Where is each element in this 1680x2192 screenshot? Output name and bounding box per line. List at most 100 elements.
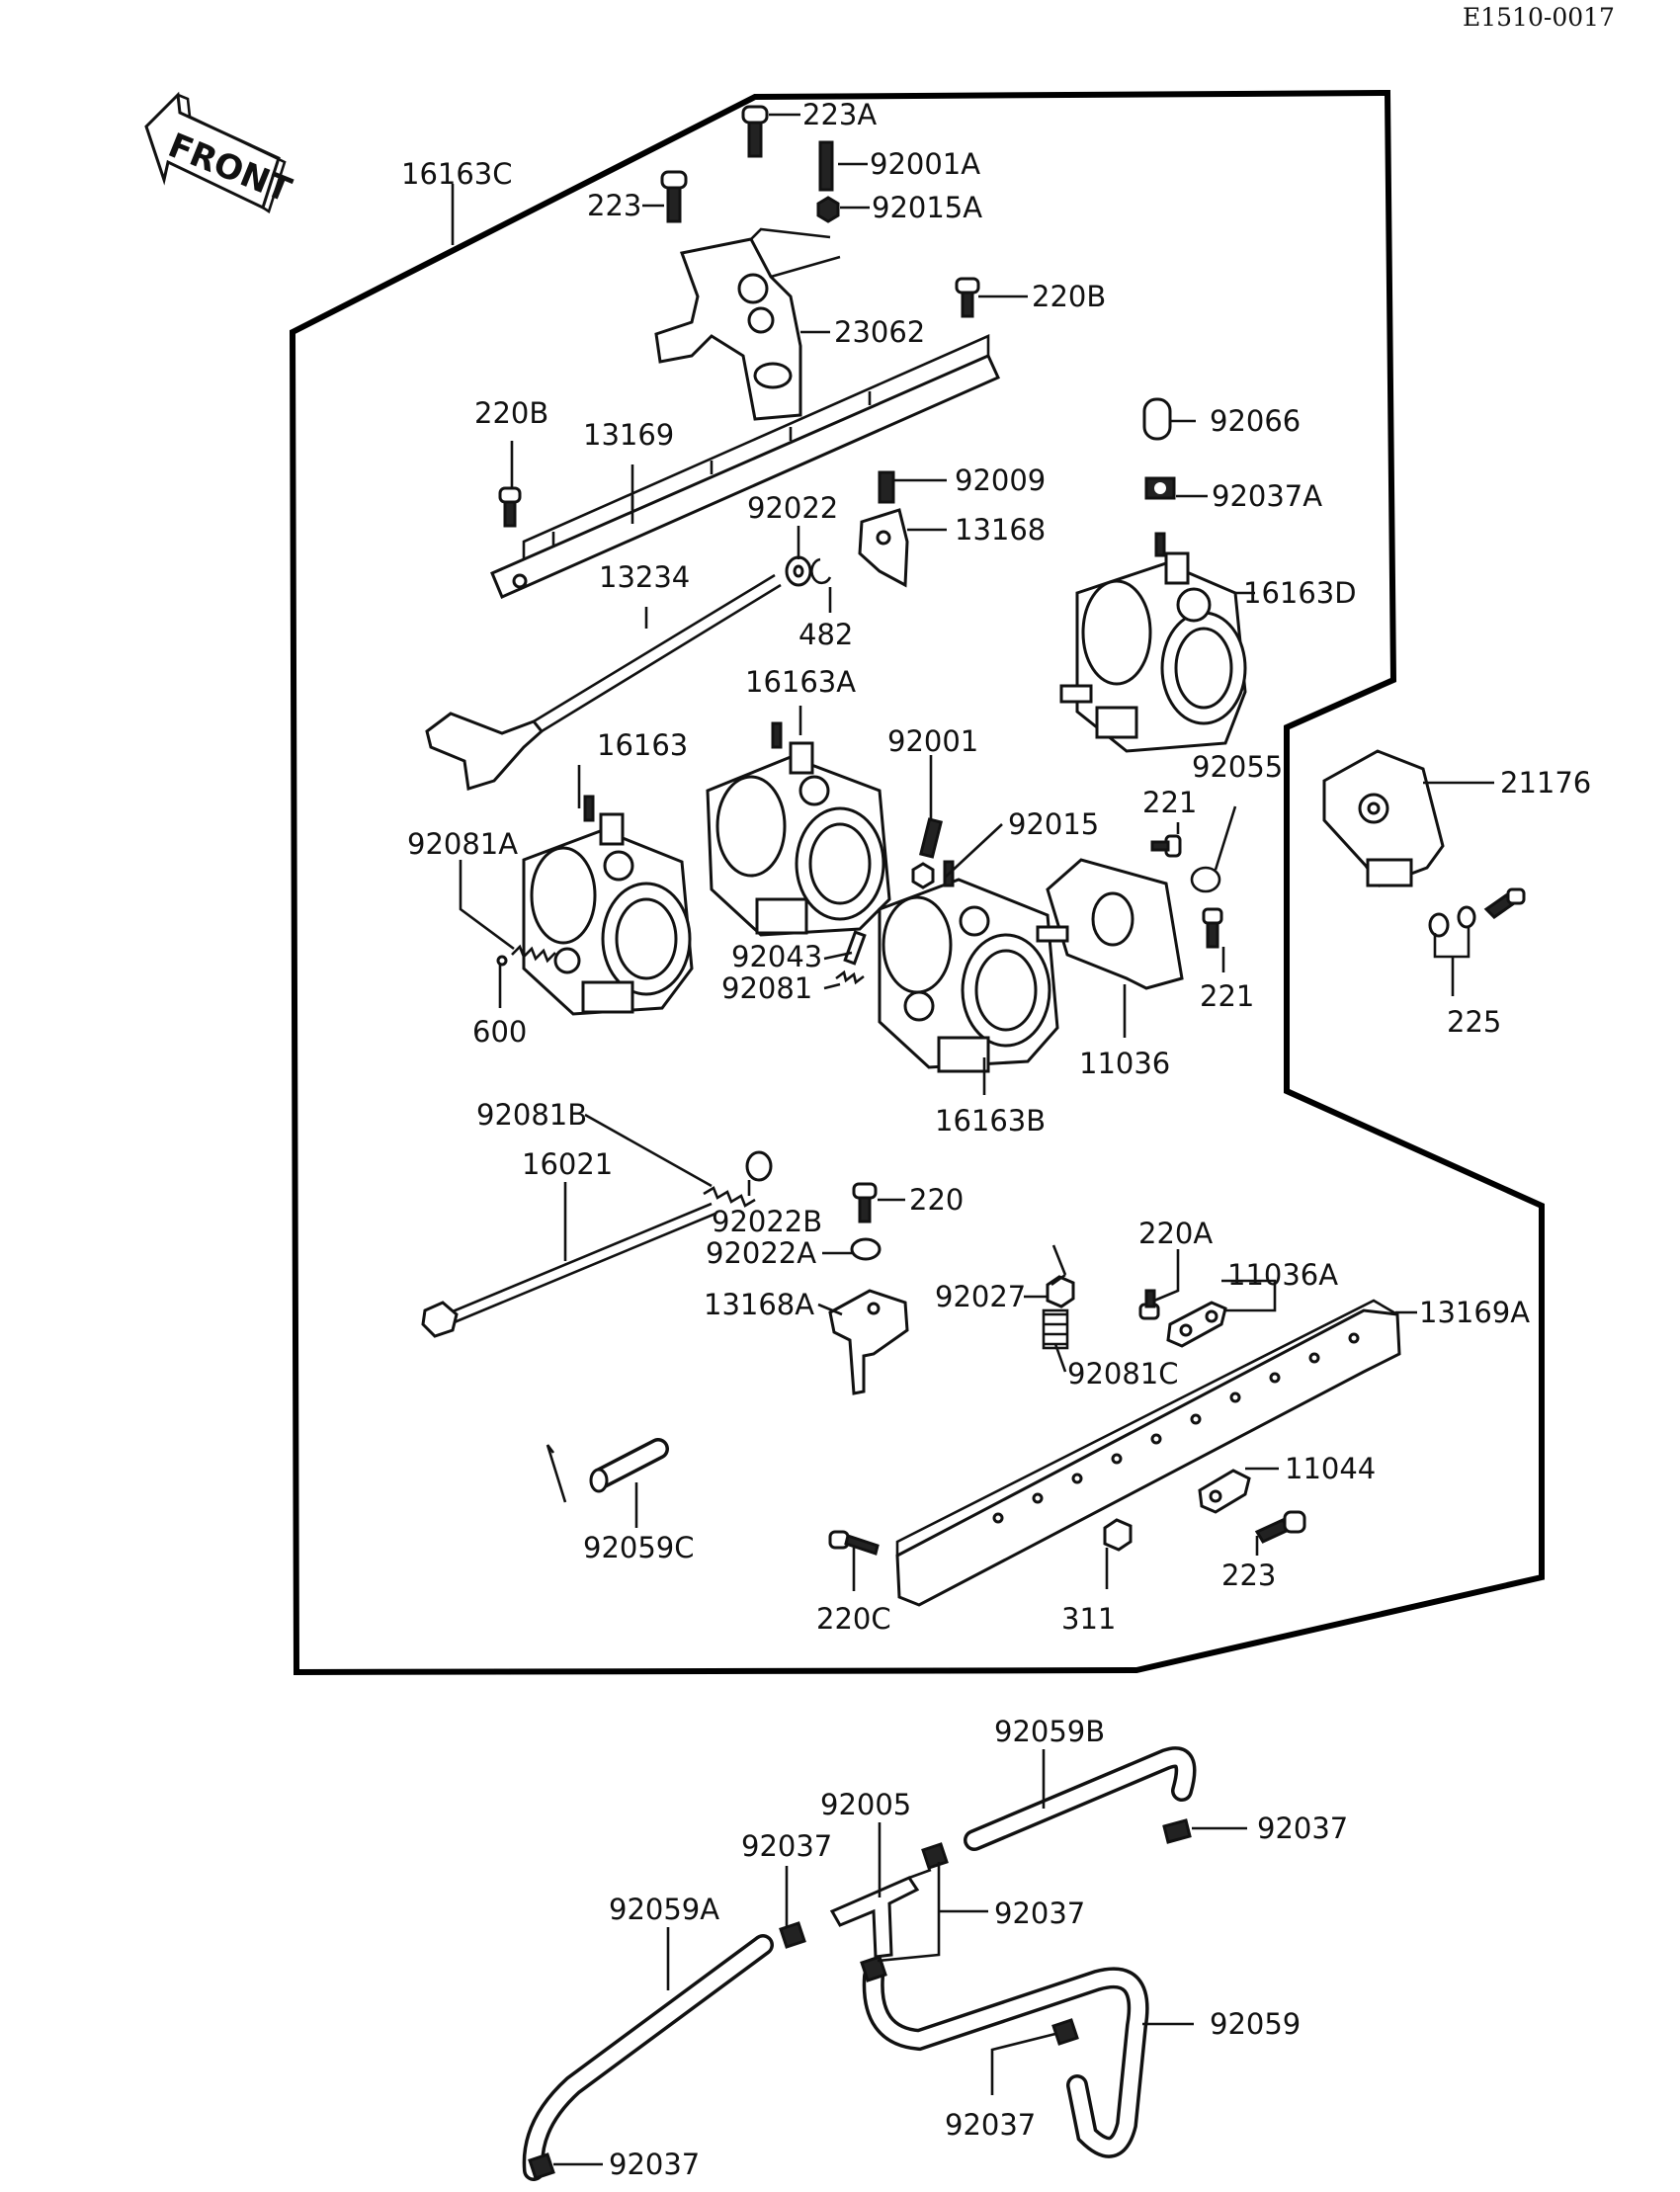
- label-220B-left: 220B: [474, 396, 548, 430]
- label-13234: 13234: [599, 560, 690, 594]
- spring-92081A-icon: [496, 944, 556, 967]
- plate-11044-icon: [1198, 1469, 1251, 1514]
- label-92059A: 92059A: [609, 1893, 719, 1926]
- throttle-body-16163D-icon: [1059, 532, 1247, 753]
- hose-92059A-icon: [522, 1934, 774, 2181]
- throttle-body-16163B-icon: [878, 860, 1059, 1073]
- spring-92081-icon: [835, 970, 865, 985]
- hose-92059B-icon: [964, 1746, 1197, 1851]
- label-11044: 11044: [1285, 1452, 1376, 1485]
- screw-92009-icon: [878, 470, 895, 504]
- label-23062: 23062: [834, 315, 925, 349]
- shaft-13234-icon: [425, 573, 782, 791]
- screw-220-icon: [852, 1182, 878, 1223]
- clamp-92037-d-icon: [1051, 2018, 1079, 2046]
- label-16163A: 16163A: [745, 665, 856, 699]
- label-92015: 92015: [1008, 807, 1099, 841]
- label-92005: 92005: [820, 1788, 911, 1821]
- label-13169: 13169: [583, 418, 674, 452]
- lever-13168-icon: [858, 508, 909, 588]
- washers-screw-225-icon: [1428, 887, 1526, 938]
- label-92022B: 92022B: [712, 1205, 822, 1238]
- label-92081B: 92081B: [476, 1098, 587, 1132]
- bracket-13168A-icon: [828, 1289, 909, 1395]
- screw-220C-icon: [828, 1530, 880, 1556]
- screw-220B-left-icon: [498, 486, 522, 528]
- label-92027: 92027: [935, 1280, 1026, 1313]
- label-92037-e: 92037: [609, 2148, 700, 2181]
- label-225: 225: [1447, 1005, 1501, 1039]
- label-223A: 223A: [802, 98, 877, 131]
- clip-482-icon: [810, 557, 832, 585]
- label-16163: 16163: [597, 728, 688, 762]
- screw-223-icon: [660, 170, 688, 223]
- clamp-92037A-icon: [1144, 476, 1176, 500]
- label-92055: 92055: [1192, 750, 1283, 784]
- washer-92022A-icon: [850, 1237, 882, 1261]
- stud-92001A-icon: [818, 140, 834, 192]
- label-16021: 16021: [522, 1147, 613, 1181]
- cap-92066-icon: [1142, 397, 1172, 441]
- shaft-16021-icon: [421, 1150, 773, 1338]
- cap-92027-icon: [1046, 1275, 1075, 1308]
- label-21176: 21176: [1500, 766, 1591, 800]
- label-16163B: 16163B: [935, 1104, 1046, 1138]
- nut-311-icon: [1103, 1518, 1133, 1552]
- label-223-bottom: 223: [1221, 1559, 1276, 1592]
- label-92043: 92043: [731, 940, 822, 973]
- plate-11036A-icon: [1166, 1301, 1227, 1348]
- screw-220A-icon: [1138, 1289, 1160, 1320]
- label-600: 600: [472, 1015, 527, 1049]
- label-92059C: 92059C: [583, 1531, 695, 1564]
- label-11036A: 11036A: [1227, 1258, 1338, 1292]
- screw-221-bottom-icon: [1202, 907, 1223, 949]
- label-92037-a: 92037: [1257, 1812, 1348, 1845]
- label-92001A: 92001A: [870, 147, 980, 181]
- label-92022: 92022: [747, 491, 838, 525]
- screw-92001-icon: [919, 817, 943, 859]
- front-arrow-icon: FRONT: [144, 91, 297, 214]
- label-92037-d: 92037: [945, 2108, 1036, 2142]
- label-221-bottom: 221: [1200, 979, 1254, 1013]
- nut-92015-icon: [911, 862, 935, 889]
- screw-223-bottom-icon: [1254, 1510, 1306, 1544]
- label-220: 220: [909, 1183, 964, 1217]
- screw-220B-top-icon: [955, 277, 980, 318]
- clamp-92037-c-icon: [860, 1842, 949, 1982]
- label-92009: 92009: [955, 464, 1046, 497]
- label-13169A: 13169A: [1419, 1296, 1530, 1329]
- label-92037A: 92037A: [1212, 479, 1322, 513]
- screw-221-top-icon: [1150, 834, 1182, 858]
- throttle-body-16163A-icon: [706, 721, 891, 937]
- label-92059B: 92059B: [994, 1715, 1105, 1748]
- label-92001: 92001: [887, 724, 978, 758]
- part-labels: 16163C 223A 92001A 223 92015A 220B 23062…: [401, 98, 1591, 2181]
- label-92037-b: 92037: [741, 1829, 832, 1863]
- label-311: 311: [1061, 1602, 1116, 1636]
- label-92059: 92059: [1210, 2007, 1301, 2041]
- tee-fitting-92005-icon: [829, 1868, 932, 1959]
- leader-lines: [451, 113, 1494, 2166]
- label-92066: 92066: [1210, 404, 1301, 438]
- nut-92015A-icon: [816, 196, 840, 223]
- pin-92043-icon: [843, 930, 867, 966]
- throttle-body-16163-icon: [522, 795, 694, 1016]
- sensor-21176-icon: [1322, 749, 1445, 887]
- label-220C: 220C: [816, 1602, 891, 1636]
- label-92081: 92081: [721, 971, 812, 1005]
- label-13168: 13168: [955, 513, 1046, 547]
- spring-92081C-icon: [1042, 1308, 1069, 1350]
- label-13168A: 13168A: [704, 1288, 814, 1321]
- label-223-top: 223: [587, 189, 641, 222]
- label-92081C: 92081C: [1067, 1357, 1179, 1391]
- label-220A: 220A: [1138, 1217, 1213, 1250]
- label-92015A: 92015A: [872, 191, 982, 224]
- label-11036: 11036: [1079, 1047, 1170, 1080]
- label-92081A: 92081A: [407, 827, 518, 861]
- gasket-11036-icon: [1036, 858, 1184, 990]
- label-92037-c: 92037: [994, 1897, 1085, 1930]
- bracket-23062-icon: [654, 227, 841, 421]
- label-16163C: 16163C: [401, 157, 513, 191]
- clamp-92037-a-icon: [1162, 1818, 1192, 1844]
